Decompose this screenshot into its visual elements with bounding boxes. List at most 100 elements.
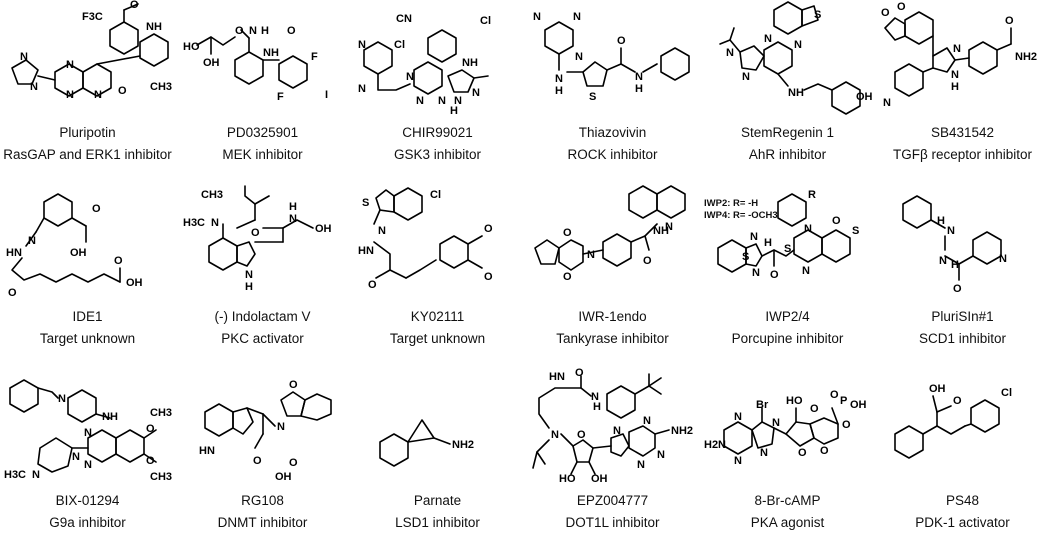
atom-label: N (378, 225, 386, 237)
atom-label: H (635, 83, 643, 95)
atom-label: N (752, 267, 760, 279)
atom-label: N (245, 269, 253, 281)
atom-label: N (20, 51, 28, 63)
compound-name: CHIR99021 (402, 125, 473, 140)
atom-label: O (897, 1, 906, 13)
atom-label: HN (6, 247, 22, 259)
atom-label: O (577, 429, 586, 441)
atom-label: N (591, 391, 599, 403)
atom-label: Cl (1001, 387, 1012, 399)
atom-label: NH (263, 47, 279, 59)
atom-label: H (951, 81, 959, 93)
atom-label: N (84, 427, 92, 439)
atom-label: H (289, 201, 297, 213)
atom-label: N (249, 25, 257, 37)
compound-role: GSK3 inhibitor (393, 147, 482, 162)
atom-label: N (406, 71, 414, 83)
compound-name: (-) Indolactam V (214, 309, 311, 324)
compound-name: Parnate (413, 493, 462, 508)
atom-label: O (953, 395, 962, 407)
atom-label: O (484, 271, 493, 283)
atom-label: HO (183, 41, 200, 53)
atom-label: Cl (394, 39, 405, 51)
atom-label: O (820, 445, 829, 457)
compound-role: G9a inhibitor (49, 515, 126, 530)
atom-label: HO (786, 395, 803, 407)
compound-role: Target unknown (39, 331, 136, 346)
compound-cell: S N N N N NH OH StemRegenin 1 AhR inhibi… (700, 0, 875, 184)
atom-label: O (92, 203, 101, 215)
atom-label: O (146, 423, 155, 435)
atom-label: F3C (82, 11, 103, 23)
atom-label: N (635, 71, 643, 83)
atom-label: N (734, 411, 742, 423)
chemical-structure: S N N N N NH OH (719, 1, 873, 115)
atom-label: HN (549, 371, 565, 383)
atom-label: O (253, 455, 262, 467)
chemical-structure: H3C CH3 H N N OH O N H (183, 185, 332, 293)
atom-label: HO (559, 473, 576, 485)
atom-label: O (953, 283, 962, 295)
atom-label: N (742, 71, 750, 83)
atom-label: R (808, 189, 816, 201)
atom-label: NH (788, 87, 804, 99)
compound-cell: CN Cl Cl N N N N N N NH N H CHIR99021 GS… (350, 0, 525, 184)
atom-label: N (883, 97, 891, 109)
atom-label: O (287, 25, 296, 37)
chemical-structure: NH2 (379, 419, 474, 467)
atom-label: O (842, 419, 851, 431)
atom-label: O (130, 0, 139, 11)
atom-label: H (764, 237, 772, 249)
atom-label: H3C (183, 217, 205, 229)
atom-label: CH3 (201, 189, 223, 201)
atom-label: H (937, 215, 945, 227)
atom-label: S (362, 197, 369, 209)
atom-label: N (289, 213, 297, 225)
atom-label: OH (929, 383, 946, 395)
atom-label: NH (462, 57, 478, 69)
compound-cell: F3C NH O N N N N N O CH3 Pluripotin RasG… (0, 0, 175, 184)
compound-role: DNMT inhibitor (217, 515, 308, 530)
chemical-structure: O O N N H N NH2 O (881, 1, 1037, 109)
atom-label: O (617, 35, 626, 47)
compound-name: Pluripotin (59, 125, 116, 140)
atom-label: N (32, 469, 40, 481)
atom-label: N (802, 265, 810, 277)
atom-label: N (211, 217, 219, 229)
atom-label: Cl (430, 189, 441, 201)
compound-cell: N NH N N N CH3 O CH3 O H3C N BIX-01294 G… (0, 368, 175, 552)
atom-label: S (784, 243, 791, 255)
compound-name: PD0325901 (226, 125, 299, 140)
compound-role: PDK-1 activator (915, 515, 1010, 530)
atom-label: S (742, 251, 749, 263)
atom-label: H (555, 85, 563, 97)
atom-label: H2N (704, 439, 726, 451)
compound-role: ROCK inhibitor (567, 147, 658, 162)
atom-label: O (368, 279, 377, 291)
compound-name: Thiazovivin (578, 125, 647, 140)
atom-label: CH3 (150, 81, 172, 93)
variant-note: IWP4: R= -OCH3 (704, 210, 778, 221)
atom-label: N (794, 39, 802, 51)
atom-label: N (66, 59, 74, 71)
compound-role: AhR inhibitor (748, 147, 827, 162)
atom-label: N (951, 69, 959, 81)
chemical-structure: F3C NH O N N N N N O CH3 (11, 0, 172, 101)
atom-label: OH (856, 91, 873, 103)
atom-label: O (830, 389, 839, 401)
atom-label: NH2 (1015, 51, 1037, 63)
atom-label: N (939, 255, 947, 267)
atom-label: P (840, 395, 847, 407)
atom-label: O (832, 215, 841, 227)
atom-label: F (277, 91, 284, 103)
atom-label: N (750, 231, 758, 243)
atom-label: N (94, 89, 102, 101)
atom-label: OH (126, 277, 143, 289)
atom-label: N (734, 455, 742, 467)
atom-label: N (573, 11, 581, 23)
atom-label: NH (102, 411, 118, 423)
atom-label: N (760, 447, 768, 459)
atom-label: F (311, 51, 318, 63)
chemical-structure: HN O N O O OH (199, 379, 332, 483)
